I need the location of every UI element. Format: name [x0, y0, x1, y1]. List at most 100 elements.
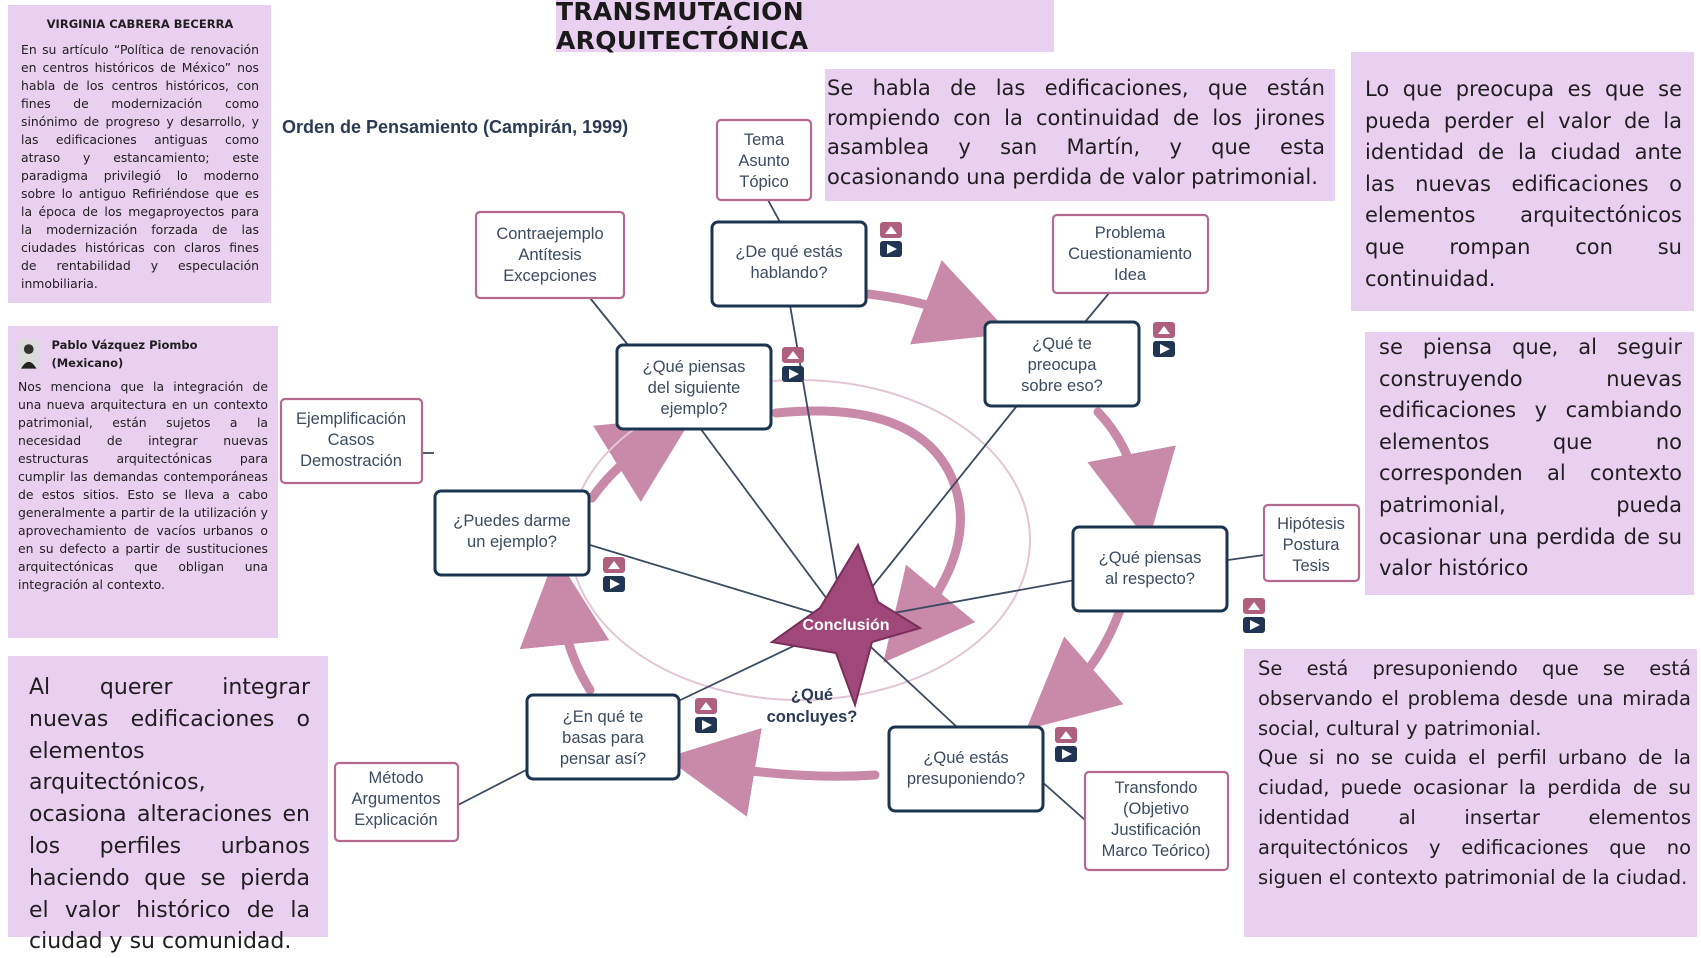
side-hipotesis-line-1: Hipótesis [1277, 515, 1345, 533]
side-transfondo-line-1: Transfondo [1115, 779, 1198, 797]
side-contraejemplo: Contraejemplo Antítesis Excepciones [474, 210, 626, 300]
diagram-title: Orden de Pensamiento (Campirán, 1999) [282, 117, 628, 137]
question-ejemplo: ¿Puedes darme un ejemplo? [433, 489, 591, 577]
question-preocupa: ¿Qué te preocupa sobre eso? [983, 320, 1141, 408]
question-presuponiendo-line-1: ¿Qué estás [923, 749, 1008, 767]
line-transfondo [1039, 779, 1086, 821]
side-problema-line-1: Problema [1095, 224, 1166, 242]
conclusion-star: Conclusión [769, 542, 923, 709]
question-basas-line-2: basas para [562, 729, 644, 747]
side-hipotesis: Hipótesis Postura Tesis [1262, 503, 1361, 583]
side-hipotesis-line-2: Postura [1283, 536, 1341, 554]
side-transfondo-line-4: Marco Teórico) [1102, 842, 1211, 860]
media-controls-siguiente[interactable] [782, 347, 804, 382]
note-mid-right-text: se piensa que, al seguir construyendo nu… [1379, 335, 1682, 581]
side-transfondo-line-3: Justificación [1111, 821, 1201, 839]
side-tema-line-1: Tema [744, 131, 785, 149]
side-problema-line-3: Idea [1114, 266, 1147, 284]
question-ejemplo-line-1: ¿Puedes darme [453, 512, 570, 530]
side-transfondo: Transfondo (Objetivo Justificación Marco… [1083, 770, 1230, 872]
note-bottom-right-text-1: Se está presuponiendo que se está observ… [1258, 657, 1691, 740]
side-metodo-line-2: Argumentos [352, 790, 441, 808]
question-presuponiendo: ¿Qué estás presuponiendo? [887, 725, 1045, 813]
question-basas-line-3: pensar así? [560, 750, 646, 768]
question-preocupa-line-1: ¿Qué te [1032, 335, 1092, 353]
note-pablo-author: Pablo Vázquez Piombo (Mexicano) [51, 338, 198, 370]
side-ejemplificacion-line-2: Casos [328, 431, 375, 449]
arrow-to-preocupa [863, 260, 1011, 345]
question-respecto: ¿Qué piensas al respecto? [1071, 525, 1229, 613]
note-bottom-left: Al querer integrar nuevas edificaciones … [8, 656, 328, 954]
question-hablando-line-1: ¿De qué estás [735, 243, 842, 261]
note-virginia-text: En su artículo “Política de renovación e… [21, 42, 259, 291]
side-ejemplificacion: Ejemplificación Casos Demostración [279, 397, 424, 485]
line-tema [767, 199, 781, 223]
side-metodo-line-3: Explicación [354, 811, 437, 829]
page-title: TRANSMUTACIÓN ARQUITECTÓNICA [556, 0, 809, 55]
side-tema-line-3: Tópico [739, 173, 789, 191]
question-siguiente-line-1: ¿Qué piensas [643, 358, 746, 376]
side-ejemplificacion-line-3: Demostración [300, 452, 402, 470]
note-pablo-text: Nos menciona que la integración de una n… [18, 379, 268, 592]
side-metodo: Método Argumentos Explicación [333, 761, 460, 843]
note-top-right-text: Lo que preocupa es que se pueda perder e… [1365, 77, 1682, 291]
note-pablo: Pablo Vázquez Piombo (Mexicano) Nos menc… [8, 326, 278, 638]
note-top-middle: Se habla de las edificaciones, que están… [825, 69, 1335, 201]
note-bottom-right: Se está presuponiendo que se está observ… [1244, 649, 1697, 937]
question-basas: ¿En qué te basas para pensar así? [525, 693, 681, 781]
question-siguiente: ¿Qué piensas del siguiente ejemplo? [615, 343, 773, 431]
question-basas-line-1: ¿En qué te [563, 708, 644, 726]
side-tema-line-2: Asunto [738, 152, 789, 170]
arrow-to-conclusion [771, 406, 976, 663]
side-metodo-line-1: Método [368, 769, 423, 787]
page-title-box: TRANSMUTACIÓN ARQUITECTÓNICA [556, 0, 1054, 55]
side-hipotesis-line-3: Tesis [1292, 557, 1330, 575]
question-presuponiendo-line-2: presuponiendo? [907, 770, 1025, 788]
arrow-to-siguiente [587, 416, 694, 503]
side-problema-line-2: Cuestionamiento [1068, 245, 1192, 263]
concluyes-line-2: concluyes? [767, 708, 858, 726]
arrow-to-respecto [1087, 407, 1176, 543]
note-top-middle-text: Se habla de las edificaciones, que están… [827, 76, 1325, 189]
side-transfondo-line-2: (Objetivo [1123, 800, 1189, 818]
media-controls-basas[interactable] [695, 698, 717, 733]
line-problema [1084, 291, 1111, 323]
side-tema: Tema Asunto Tópico [715, 118, 813, 202]
question-preocupa-line-2: preocupa [1028, 356, 1098, 374]
question-respecto-line-2: al respecto? [1105, 570, 1195, 588]
thinking-order-diagram: Orden de Pensamiento (Campirán, 1999) Co… [279, 117, 1361, 872]
side-problema: Problema Cuestionamiento Idea [1051, 213, 1210, 295]
arrow-to-basas [665, 728, 880, 817]
side-contraejemplo-line-2: Antítesis [518, 246, 581, 264]
question-hablando: ¿De qué estás hablando? [710, 220, 868, 308]
line-metodo [457, 767, 531, 806]
note-top-right: Lo que preocupa es que se pueda perder e… [1351, 52, 1694, 311]
media-controls-presuponiendo[interactable] [1055, 727, 1077, 762]
question-respecto-line-1: ¿Qué piensas [1099, 549, 1202, 567]
conclusion-label: Conclusión [802, 617, 889, 634]
line-center-ejemplo [589, 544, 845, 623]
cycle-arrows [519, 260, 1176, 817]
media-controls-ejemplo[interactable] [603, 557, 625, 592]
note-bottom-left-text: Al querer integrar nuevas edificaciones … [29, 675, 310, 955]
author-photo-icon [18, 339, 40, 369]
concluyes-line-1: ¿Qué [791, 686, 833, 704]
line-center-siguiente [699, 427, 845, 623]
line-center-preocupa [843, 401, 1021, 623]
line-contraejemplo [589, 297, 629, 346]
question-siguiente-line-3: ejemplo? [661, 400, 728, 418]
side-contraejemplo-line-1: Contraejemplo [496, 225, 603, 243]
question-preocupa-line-3: sobre eso? [1021, 377, 1103, 395]
line-hipotesis [1227, 554, 1265, 561]
media-controls-preocupa[interactable] [1153, 322, 1175, 357]
question-siguiente-line-2: del siguiente [648, 379, 741, 397]
question-ejemplo-line-2: un ejemplo? [467, 533, 557, 551]
media-controls-respecto[interactable] [1243, 598, 1265, 633]
arrow-to-ejemplo [519, 555, 610, 695]
side-ejemplificacion-line-1: Ejemplificación [296, 410, 406, 428]
side-contraejemplo-line-3: Excepciones [503, 267, 597, 285]
note-mid-right: se piensa que, al seguir construyendo nu… [1365, 332, 1694, 595]
question-hablando-line-2: hablando? [750, 264, 827, 282]
note-virginia-author: VIRGINIA CABRERA BECERRA [46, 17, 234, 31]
media-controls-hablando[interactable] [880, 222, 902, 257]
